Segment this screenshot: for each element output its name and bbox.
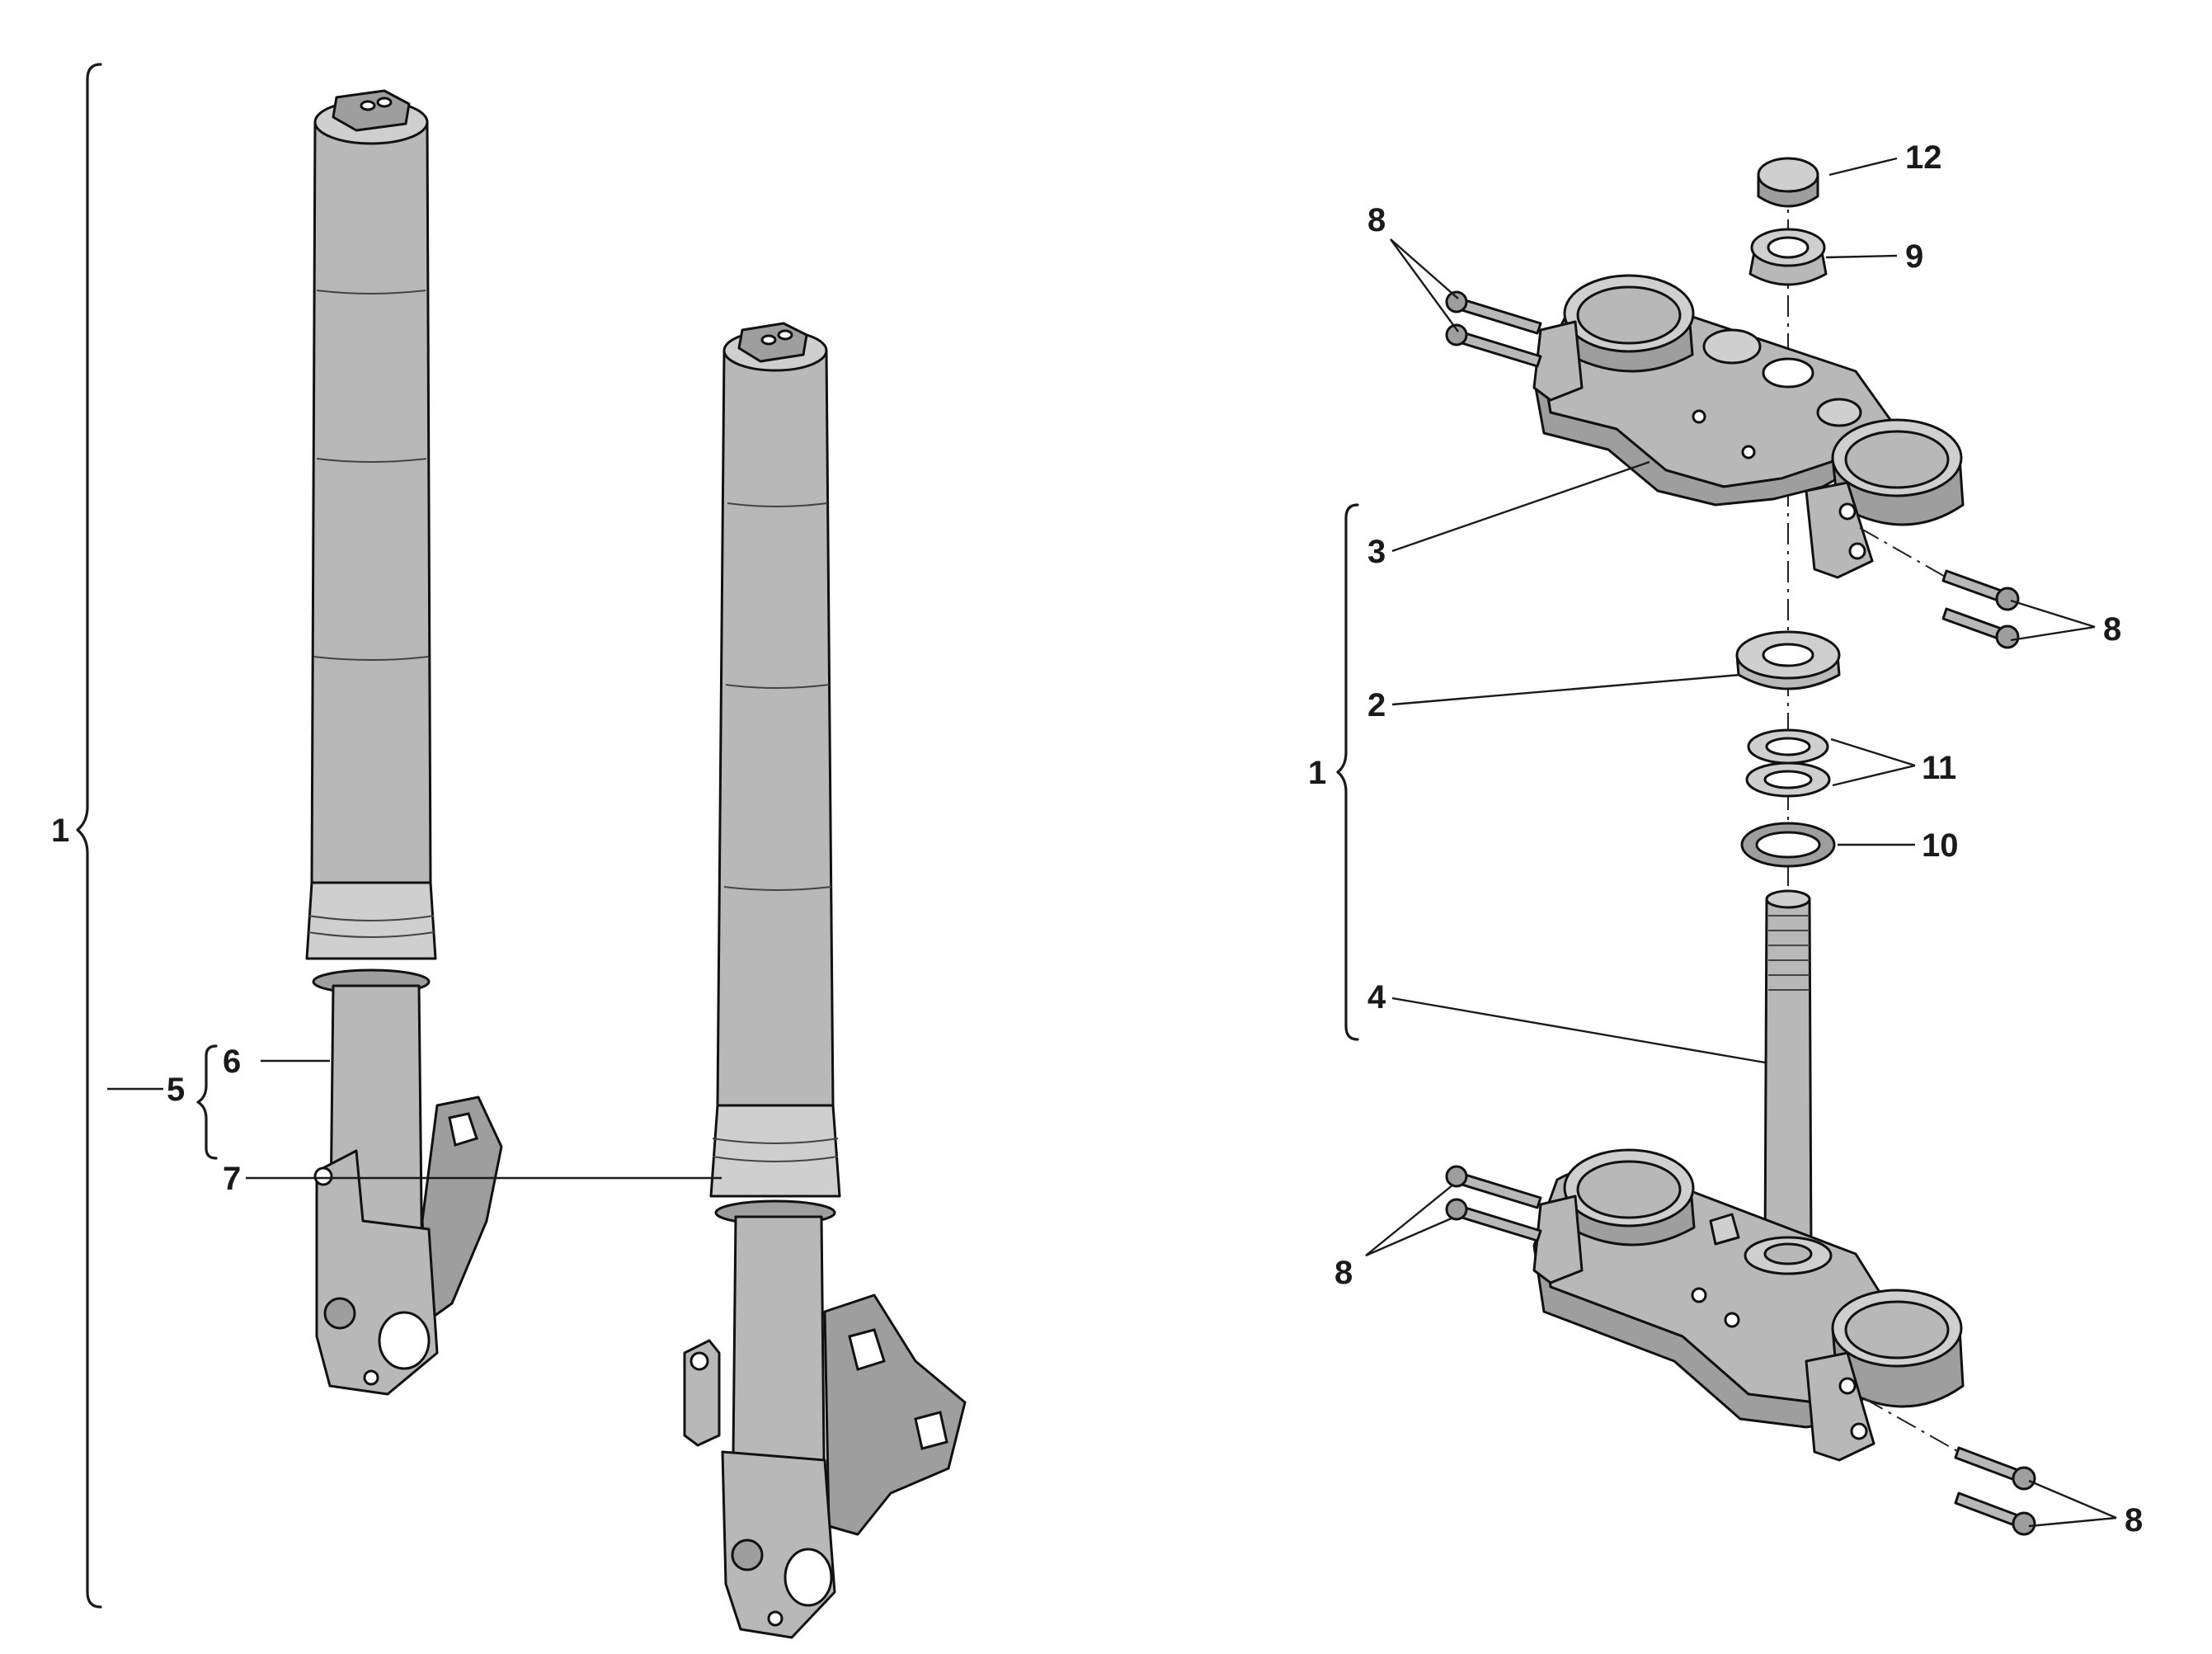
callout-1-left: 1 [51, 813, 69, 849]
callout-8-bottom-left: 8 [1334, 1255, 1353, 1291]
callout-8-top-left: 8 [1367, 202, 1386, 238]
fork-leg-left [305, 89, 503, 1396]
brace-right-1 [1336, 503, 1359, 1041]
top-nut [1748, 228, 1828, 286]
upper-triple-clamp [1532, 274, 1965, 579]
callout-9: 9 [1905, 238, 1923, 275]
brace-5 [196, 1044, 218, 1160]
bolts-lower-left [1445, 1165, 1542, 1242]
bolts-upper-left [1445, 290, 1542, 368]
callout-12: 12 [1905, 139, 1942, 176]
callout-7: 7 [223, 1161, 241, 1197]
callout-11: 11 [1922, 750, 1956, 786]
leader-lines [107, 157, 2117, 1528]
bolts-upper-right [1941, 569, 2020, 649]
cap [1757, 157, 1819, 208]
brace-left-1 [76, 63, 102, 1609]
callout-8-bottom-right: 8 [2125, 1502, 2143, 1539]
callout-2: 2 [1367, 687, 1386, 723]
bolts-lower-right [1954, 1446, 2036, 1536]
callout-6: 6 [223, 1044, 241, 1080]
callout-4: 4 [1367, 979, 1386, 1015]
callout-10: 10 [1922, 827, 1959, 864]
steering-stem-lower-clamp [1532, 889, 1965, 1462]
lower-seal [1740, 822, 1836, 868]
callout-5: 5 [167, 1072, 185, 1108]
callout-3: 3 [1367, 534, 1386, 570]
callout-8-top-right: 8 [2103, 611, 2121, 648]
callout-1-right: 1 [1308, 755, 1326, 791]
fork-leg-right [683, 322, 967, 1639]
bearings [1745, 728, 1831, 798]
dust-seal [1735, 630, 1841, 690]
